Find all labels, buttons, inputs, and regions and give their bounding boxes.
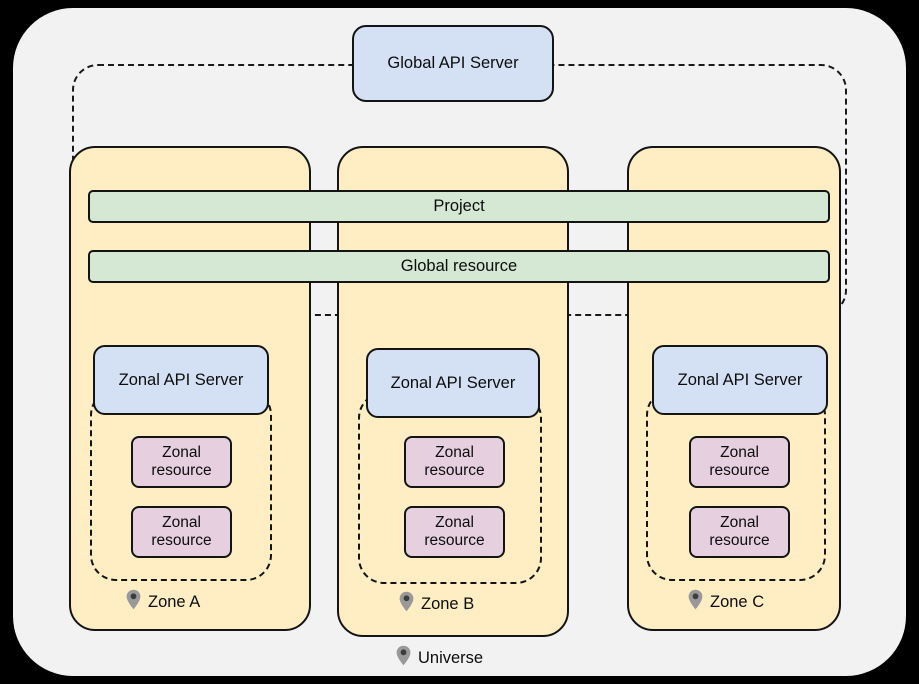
global-api-server-box[interactable]: Global API Server: [352, 25, 554, 102]
zonal-resource-box[interactable]: Zonal resource: [131, 436, 232, 488]
zonal-api-server-label-zone-c: Zonal API Server: [677, 370, 803, 389]
global-bar-project[interactable]: Project: [88, 190, 830, 223]
zone-label-zone-b: Zone B: [399, 591, 474, 617]
zonal-resource-line1: Zonal: [720, 443, 759, 461]
zonal-resource-line2: resource: [709, 462, 770, 479]
location-pin-icon: [126, 589, 141, 615]
zonal-resource-line2: resource: [151, 532, 212, 549]
zonal-resource-box[interactable]: Zonal resource: [404, 436, 505, 488]
universe-label-text: Universe: [418, 648, 484, 667]
zonal-api-server-label-zone-b: Zonal API Server: [390, 373, 516, 392]
zonal-resource-line2: resource: [151, 462, 212, 479]
universe-label: Universe: [396, 645, 483, 671]
zonal-resource-box[interactable]: Zonal resource: [131, 506, 232, 558]
global-bar-global-resource-label: Global resource: [400, 257, 518, 275]
zonal-api-server-label-zone-a: Zonal API Server: [118, 370, 244, 389]
zonal-resource-line2: resource: [424, 462, 485, 479]
zone-label-text: Zone B: [421, 594, 475, 613]
zonal-resource-box[interactable]: Zonal resource: [404, 506, 505, 558]
zone-label-text: Zone C: [710, 592, 765, 611]
zonal-resource-box[interactable]: Zonal resource: [689, 436, 790, 488]
zonal-resource-line1: Zonal: [435, 443, 474, 461]
zonal-resource-line2: resource: [424, 532, 485, 549]
location-pin-icon: [688, 589, 703, 615]
zonal-resource-line1: Zonal: [162, 513, 201, 531]
zonal-resource-line1: Zonal: [162, 443, 201, 461]
location-pin-icon: [396, 645, 411, 671]
zone-label-text: Zone A: [148, 592, 201, 611]
zonal-api-server-box-zone-a[interactable]: Zonal API Server: [93, 345, 269, 415]
zonal-resource-line1: Zonal: [435, 513, 474, 531]
global-bar-global-resource[interactable]: Global resource: [88, 250, 830, 283]
global-bar-project-label: Project: [433, 197, 485, 215]
zone-label-zone-c: Zone C: [688, 589, 764, 615]
zonal-resource-line2: resource: [709, 532, 770, 549]
zonal-resource-line1: Zonal: [720, 513, 759, 531]
zone-label-zone-a: Zone A: [126, 589, 200, 615]
global-api-server-label: Global API Server: [387, 54, 519, 72]
zonal-api-server-box-zone-c[interactable]: Zonal API Server: [652, 345, 828, 415]
zonal-api-server-box-zone-b[interactable]: Zonal API Server: [366, 348, 540, 418]
zonal-resource-box[interactable]: Zonal resource: [689, 506, 790, 558]
location-pin-icon: [399, 591, 414, 617]
